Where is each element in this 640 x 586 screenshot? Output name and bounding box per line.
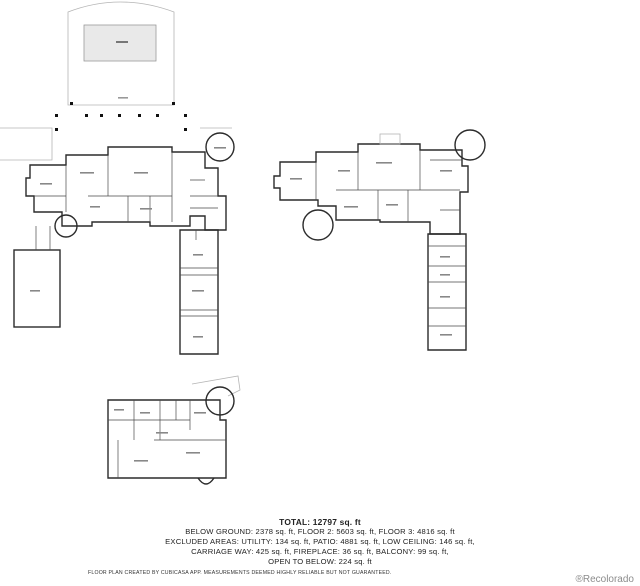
below-ground-exterior-walls — [107, 399, 227, 479]
excluded-areas-line-2: CARRIAGE WAY: 425 sq. ft, FIREPLACE: 36 … — [191, 547, 449, 556]
below-ground-room-labels — [114, 409, 206, 462]
floor-2-room-labels — [30, 41, 226, 338]
floor-plan-floor-2 — [0, 1, 235, 355]
excluded-areas-line-1: EXCLUDED AREAS: UTILITY: 134 sq. ft, PAT… — [165, 537, 475, 546]
floor-3-rear-wing — [427, 233, 467, 351]
garage — [13, 249, 61, 328]
total-area: TOTAL: 12797 sq. ft — [279, 517, 361, 527]
floor-2-exterior-walls — [25, 146, 227, 231]
recolorado-watermark: ®Recolorado — [575, 574, 634, 585]
floor-areas-line: BELOW GROUND: 2378 sq. ft, FLOOR 2: 5603… — [185, 527, 455, 536]
patio-posts — [55, 102, 187, 131]
floor-3-room-labels — [290, 162, 452, 336]
lower-patio-outline — [0, 127, 53, 161]
cubicasa-credit: FLOOR PLAN CREATED BY CUBICASA APP. MEAS… — [88, 570, 392, 576]
floor-2-rear-wing — [179, 229, 219, 355]
floor-plan-below-ground — [107, 375, 241, 485]
floor-plan-floor-3 — [273, 129, 486, 351]
patio-outline — [67, 1, 175, 106]
excluded-areas-line-3: OPEN TO BELOW: 224 sq. ft — [268, 557, 372, 566]
